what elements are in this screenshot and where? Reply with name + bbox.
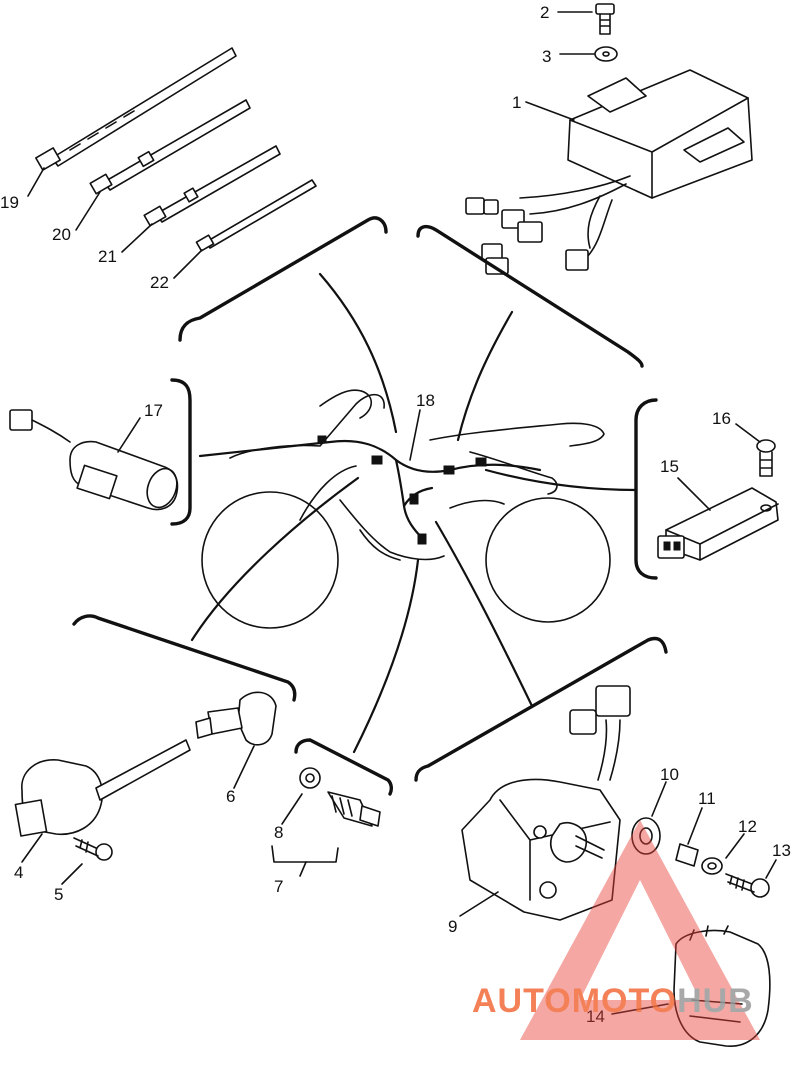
callout-labels: 1 2 3 4 5 6 7 8 9 10 11 12 13 14 15 16 1… — [0, 3, 791, 1026]
spark-plug-cap-6 — [195, 691, 277, 746]
washer-3 — [594, 46, 618, 62]
callout-18: 18 — [416, 391, 435, 410]
cover-14 — [673, 925, 771, 1047]
cable-tie-group — [35, 47, 317, 252]
motorcycle-outline — [201, 389, 611, 629]
callout-2: 2 — [540, 3, 549, 22]
callout-3: 3 — [542, 47, 551, 66]
callout-16: 16 — [712, 409, 731, 428]
washer-12 — [701, 857, 723, 875]
bolt-16 — [756, 439, 776, 477]
callout-20: 20 — [52, 225, 71, 244]
bracket-right — [634, 398, 658, 580]
watermark-triangle-icon — [520, 820, 760, 1040]
callout-10: 10 — [660, 765, 679, 784]
svg-text:AUTOMOTOHUB: AUTOMOTOHUB — [472, 982, 754, 1020]
bracket-bottom-mid — [294, 738, 394, 796]
callout-19: 19 — [0, 193, 19, 212]
cable-tie-19 — [35, 47, 237, 171]
pickup-assembly-9 — [461, 685, 631, 921]
callout-9: 9 — [448, 917, 457, 936]
callout-15: 15 — [660, 457, 679, 476]
rectifier-15 — [657, 487, 779, 561]
callout-12: 12 — [738, 817, 757, 836]
callout-14: 14 — [586, 1007, 605, 1026]
bracket-left — [170, 378, 192, 526]
callout-8: 8 — [274, 823, 283, 842]
bracket-bottom-left — [72, 614, 297, 702]
watermark-text-secondary: HUB — [677, 982, 754, 1020]
grommet-10 — [631, 817, 661, 855]
watermark-text-primary: AUTOMOTO — [472, 982, 677, 1020]
cable-tie-20 — [89, 99, 251, 195]
bolt-2 — [595, 3, 615, 35]
bracket-top-right — [416, 224, 644, 368]
bolt-5 — [73, 837, 113, 861]
bolt-13 — [725, 873, 770, 898]
callout-7: 7 — [274, 877, 283, 896]
callout-5: 5 — [54, 885, 63, 904]
callout-22: 22 — [150, 273, 169, 292]
cable-tie-21 — [143, 145, 281, 227]
washer-8 — [299, 767, 321, 789]
callout-13: 13 — [772, 841, 791, 860]
callout-21: 21 — [98, 247, 117, 266]
wire-harness-18 — [198, 435, 542, 545]
neutral-switch-7 — [327, 791, 381, 827]
bracket-top-left — [178, 216, 388, 342]
callout-1: 1 — [512, 93, 521, 112]
bracket-bottom-right — [414, 636, 668, 782]
collar-11 — [675, 843, 699, 867]
callout-4: 4 — [14, 863, 23, 882]
starter-motor-4 — [14, 739, 191, 837]
callout-6: 6 — [226, 787, 235, 806]
cable-tie-22 — [195, 179, 317, 252]
ignition-coil-17 — [9, 409, 179, 511]
callout-11: 11 — [698, 789, 716, 808]
watermark-logo: AUTOMOTOHUB — [472, 820, 760, 1040]
cdi-unit-1 — [465, 69, 753, 275]
callout-17: 17 — [144, 401, 163, 420]
